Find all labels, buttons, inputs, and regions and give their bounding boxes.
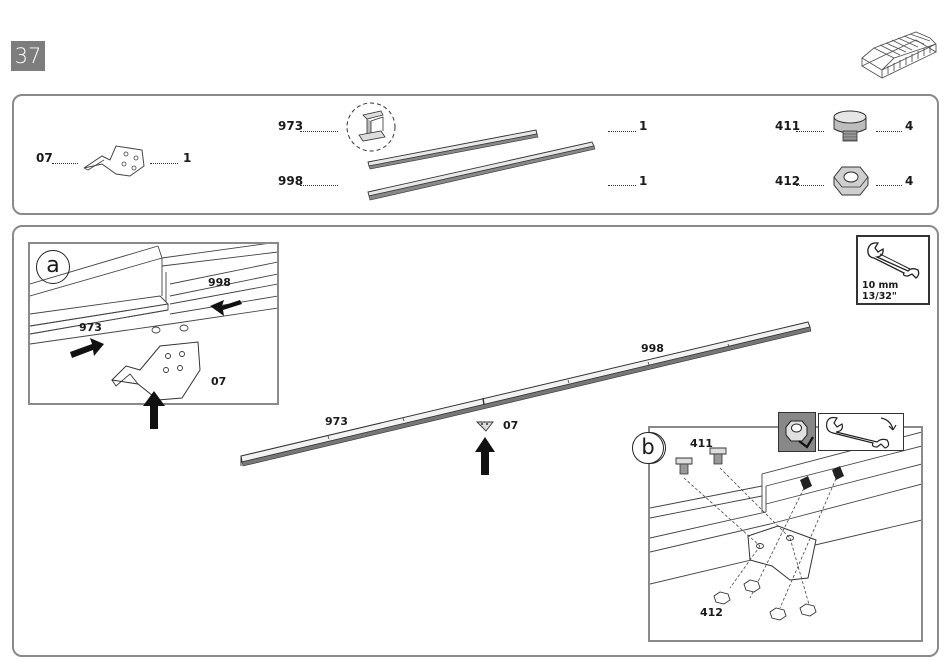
part-412-qty: 4: [905, 174, 913, 188]
detail-a-marker-letter: a: [46, 253, 59, 278]
detail-b-inset: 411 412: [648, 426, 923, 642]
step-number-badge: 37: [11, 41, 45, 71]
main-label-998: 998: [641, 342, 664, 355]
main-label-07: 07: [503, 419, 518, 432]
part-07-qty: 1: [183, 151, 191, 165]
main-label-973: 973: [325, 415, 348, 428]
wrench-size-in: 13/32": [862, 291, 898, 302]
greenhouse-icon: [858, 30, 940, 86]
leader-line: [876, 185, 902, 186]
nut-tightening-callout: [778, 412, 816, 452]
wrench-tool-box: 10 mm 13/32": [856, 235, 930, 305]
detail-a-label-973: 973: [79, 321, 102, 334]
detail-a-inset: a 998 973 07: [28, 242, 279, 405]
leader-line: [150, 163, 178, 164]
bolt-411-icon: [828, 107, 872, 145]
leader-line: [608, 185, 636, 186]
detail-a-label-07: 07: [211, 375, 226, 388]
part-07-code: 07: [36, 151, 53, 165]
bracket-07-icon: [82, 144, 146, 180]
detail-b-label-411: 411: [690, 437, 713, 450]
leader-line: [796, 185, 824, 186]
detail-b-marker-circle: b: [632, 432, 664, 464]
wrench-size-mm: 10 mm: [862, 280, 898, 291]
detail-a-marker: a: [36, 250, 70, 284]
nut-412-icon: [830, 163, 872, 201]
detail-a-up-arrow-icon: [142, 390, 166, 430]
detail-a-label-998: 998: [208, 276, 231, 289]
rail-998-icon: [366, 140, 598, 204]
bracket-07-small-icon: [476, 420, 494, 432]
leader-line: [300, 185, 338, 186]
detail-b-label-412: 412: [700, 606, 723, 619]
step-number: 37: [15, 44, 42, 68]
part-973-qty: 1: [639, 119, 647, 133]
part-998-qty: 1: [639, 174, 647, 188]
leader-line: [52, 163, 78, 164]
leader-line: [608, 131, 636, 132]
detail-b-marker-letter: b: [641, 435, 654, 459]
leader-line: [300, 131, 338, 132]
up-arrow-icon: [474, 436, 496, 476]
leader-line: [876, 131, 902, 132]
leader-line: [796, 131, 824, 132]
wrench-callout: [818, 413, 904, 451]
part-411-qty: 4: [905, 119, 913, 133]
